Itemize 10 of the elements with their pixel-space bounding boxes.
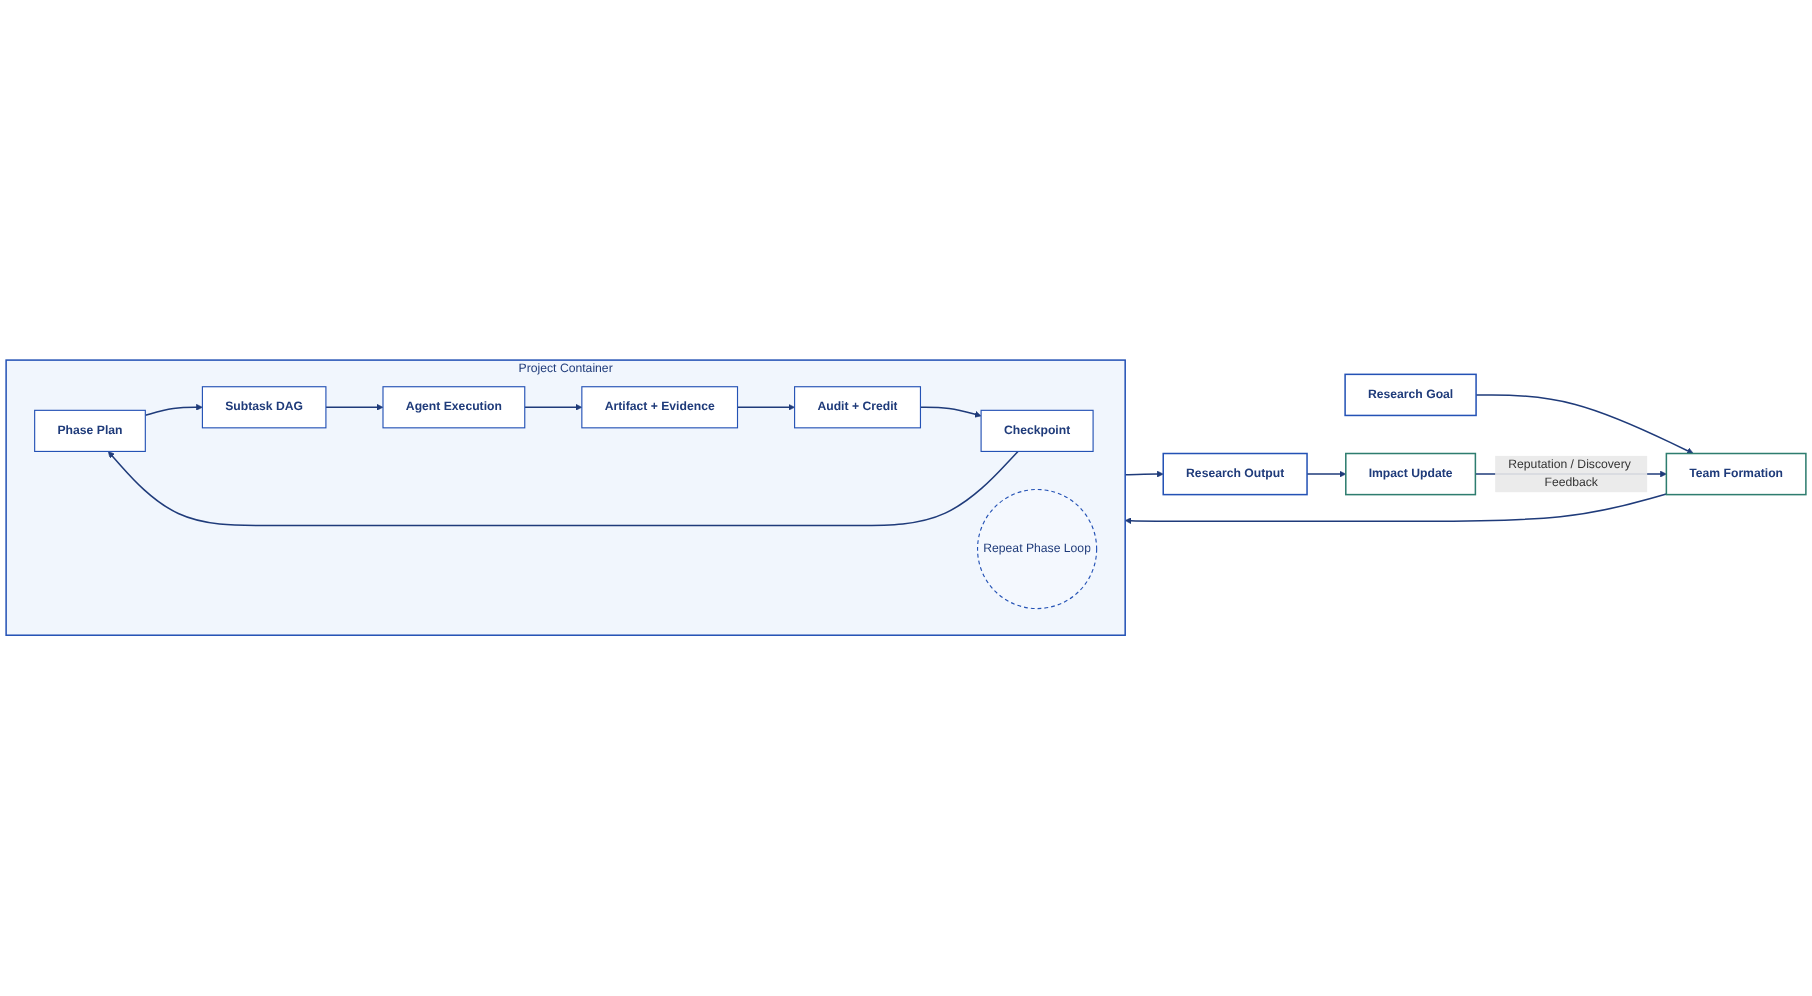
arrow [1306, 471, 1347, 478]
arrow [1475, 394, 1694, 455]
arrow [919, 406, 982, 418]
arrow [1124, 471, 1164, 478]
arrow [736, 404, 795, 411]
arrow [107, 451, 1019, 527]
arrow [325, 404, 384, 411]
arrow [1124, 493, 1668, 525]
arrow [144, 404, 203, 417]
arrow [524, 404, 583, 411]
